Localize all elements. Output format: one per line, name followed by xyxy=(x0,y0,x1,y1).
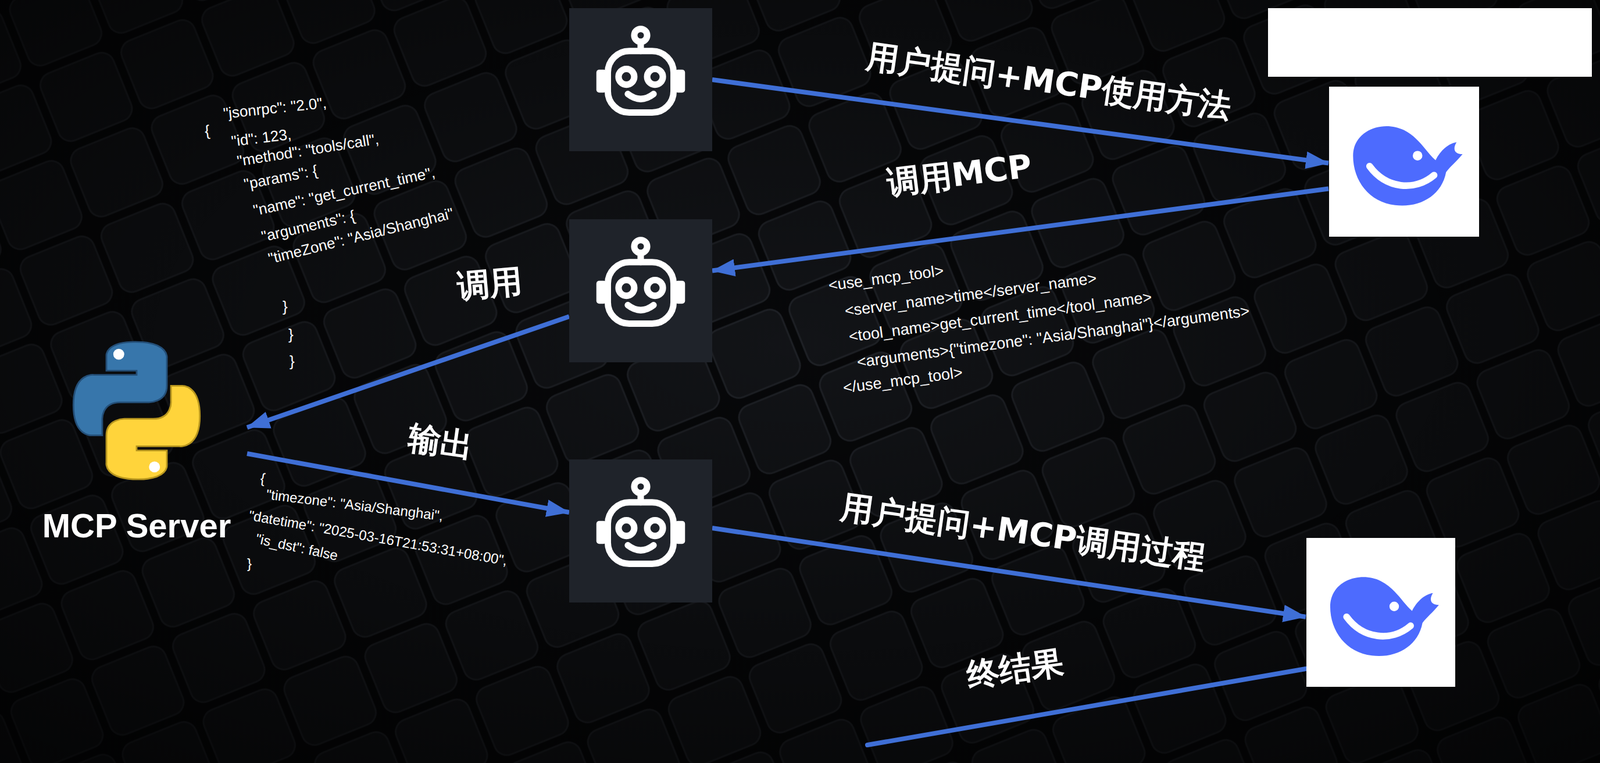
robot-agent-art xyxy=(569,459,713,603)
deepseek-model xyxy=(1305,537,1456,687)
robot-icon xyxy=(569,219,713,363)
whale-belly xyxy=(1369,166,1435,186)
code-text: <use_mcp_tool> xyxy=(827,261,945,295)
python-yellow-group xyxy=(106,385,200,480)
code-text: { xyxy=(203,121,211,141)
arrow-label: 输出 xyxy=(405,418,476,466)
robot-ears xyxy=(596,69,686,93)
deepseek-logo-art xyxy=(1328,86,1480,237)
robot-face xyxy=(607,240,674,324)
flow-arrow xyxy=(247,316,570,428)
deepseek-model-art xyxy=(1305,537,1456,687)
node-label: MCP Server xyxy=(26,505,248,545)
logo-tile xyxy=(1306,537,1456,687)
robot-icon xyxy=(569,459,713,603)
code-text: { xyxy=(259,469,267,488)
icon-tile xyxy=(569,8,713,152)
arrow-label: 调用MCP xyxy=(884,145,1034,203)
mcp-server-art xyxy=(61,334,213,487)
robot-agent xyxy=(569,219,713,363)
whale-belly xyxy=(1346,616,1411,637)
robot-face xyxy=(607,29,674,113)
code-text: } xyxy=(282,297,288,316)
whale-eye xyxy=(1412,150,1423,161)
deepseek-model xyxy=(1328,86,1480,237)
mcp-server: MCP Server xyxy=(26,331,248,550)
robot-agent xyxy=(569,459,713,603)
result-line xyxy=(867,668,1306,745)
whale-eye xyxy=(1389,601,1399,612)
deepseek-model-art xyxy=(1328,86,1480,237)
arrow-label: 调用 xyxy=(455,261,524,307)
code-text: "jsonrpc": "2.0", xyxy=(222,93,328,123)
python-eye xyxy=(148,461,160,473)
code-text: } xyxy=(288,325,294,344)
robot-ears xyxy=(596,280,686,304)
python-eye xyxy=(113,348,125,360)
robot-agent-art xyxy=(569,8,713,152)
arrow-label: 用户提问+MCP调用过程 xyxy=(838,487,1209,578)
arrow-label: 终结果 xyxy=(963,642,1067,695)
whale-body xyxy=(1352,126,1463,206)
icon-tile xyxy=(569,459,713,603)
icon-tile xyxy=(569,219,713,363)
python-yellow xyxy=(106,385,200,480)
robot-face xyxy=(607,480,674,564)
robot-agent-art xyxy=(569,219,713,363)
flow-arrow xyxy=(712,188,1329,271)
robot-agent xyxy=(569,8,713,152)
robot-icon xyxy=(569,8,713,152)
whale-body xyxy=(1330,576,1439,656)
deepseek-logo-art xyxy=(1305,537,1456,687)
logo-tile xyxy=(1329,86,1480,237)
code-text: } xyxy=(247,555,252,573)
python-logo xyxy=(61,334,213,487)
robot-ears xyxy=(596,520,686,544)
blank-patch xyxy=(1268,8,1592,77)
code-text: } xyxy=(289,352,295,371)
arrow-label: 用户提问+MCP使用方法 xyxy=(863,36,1234,127)
